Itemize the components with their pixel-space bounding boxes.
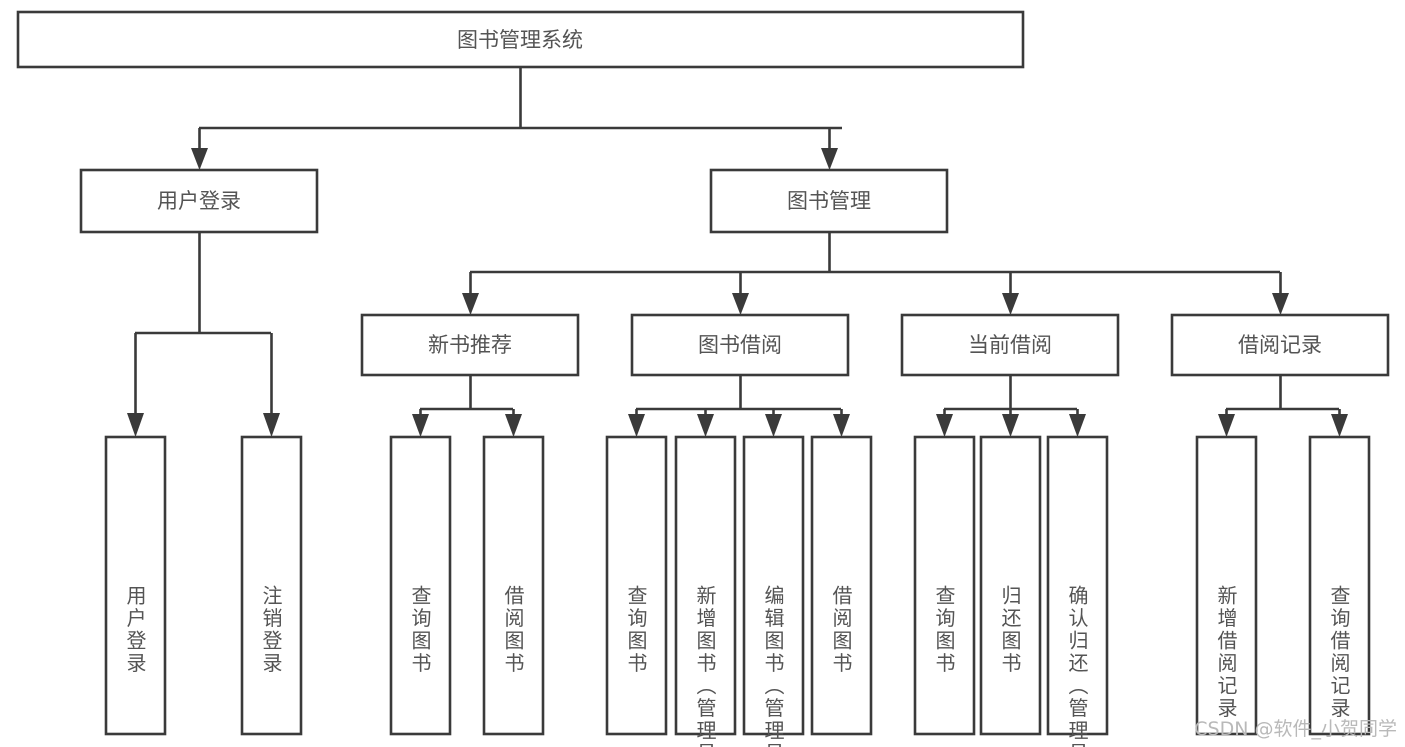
node-root[interactable]: 图书管理系统	[16, 10, 1025, 69]
node-leaf-query-book-1-label: 查询图书	[408, 585, 432, 675]
arrow-to-leaf-query-book-1	[412, 414, 429, 437]
node-leaf-add-book-box[interactable]	[674, 435, 737, 736]
arrow-to-leaf-query-book-2	[628, 414, 645, 437]
node-book-management-label: 图书管理	[787, 189, 871, 213]
node-leaf-user-login-box[interactable]	[104, 435, 167, 736]
node-leaf-query-book-3-box[interactable]	[913, 435, 976, 736]
node-leaf-add-record-label: 新增借阅记录	[1214, 585, 1238, 720]
node-leaf-logout-login-box[interactable]	[240, 435, 303, 736]
node-leaf-logout-login[interactable]: 注销登录	[240, 435, 303, 736]
connector-group-borrow-record	[1218, 375, 1348, 437]
arrow-to-leaf-user-login	[127, 413, 144, 437]
node-leaf-return-book-box[interactable]	[979, 435, 1042, 736]
arrow-to-leaf-query-record	[1331, 414, 1348, 437]
arrow-to-leaf-borrow-book-2	[833, 414, 850, 437]
arrow-to-borrow-record	[1272, 293, 1289, 315]
arrow-to-book-borrow	[732, 293, 749, 315]
node-leaf-query-book-1[interactable]: 查询图书	[389, 435, 452, 736]
node-leaf-logout-login-label: 注销登录	[259, 585, 283, 675]
node-root-box[interactable]	[16, 10, 1025, 69]
connector-group-book-management	[462, 232, 1289, 315]
connector-group-book-borrow	[628, 375, 850, 437]
arrow-to-leaf-return-book	[1002, 414, 1019, 437]
node-leaf-edit-book-box[interactable]	[742, 435, 805, 736]
node-leaf-user-login[interactable]: 用户登录	[104, 435, 167, 736]
node-root-label: 图书管理系统	[457, 28, 583, 52]
connector-group-current-borrow	[936, 375, 1086, 437]
node-leaf-query-book-1-box[interactable]	[389, 435, 452, 736]
node-leaf-borrow-book-1[interactable]: 借阅图书	[482, 435, 545, 736]
node-leaf-add-book[interactable]: 新增图书（管理员）	[674, 435, 737, 747]
node-new-book-recommend-box[interactable]	[360, 313, 580, 377]
node-new-book-recommend[interactable]: 新书推荐	[360, 313, 580, 377]
node-leaf-add-book-label: 新增图书（管理员）	[693, 585, 717, 747]
node-leaf-query-book-3[interactable]: 查询图书	[913, 435, 976, 736]
node-leaf-confirm-return-label: 确认归还（管理员）	[1065, 585, 1089, 747]
node-user-login-label: 用户登录	[157, 189, 241, 213]
node-leaf-confirm-return-box[interactable]	[1046, 435, 1109, 736]
arrow-to-leaf-edit-book	[765, 414, 782, 437]
node-current-borrow-box[interactable]	[900, 313, 1120, 377]
node-leaf-query-record-box[interactable]	[1308, 435, 1371, 736]
node-leaf-borrow-book-2-label: 借阅图书	[829, 585, 853, 675]
node-book-management-box[interactable]	[709, 168, 949, 234]
node-leaf-borrow-book-1-label: 借阅图书	[501, 585, 525, 675]
connector-group-new-book-recommend	[412, 375, 522, 437]
node-user-login-box[interactable]	[79, 168, 319, 234]
node-leaf-add-record-box[interactable]	[1195, 435, 1258, 736]
node-user-login[interactable]: 用户登录	[79, 168, 319, 234]
connector-group-root	[191, 67, 842, 170]
node-leaf-add-record[interactable]: 新增借阅记录	[1195, 435, 1258, 736]
node-leaf-borrow-book-2-box[interactable]	[810, 435, 873, 736]
node-leaf-edit-book[interactable]: 编辑图书（管理员）	[742, 435, 805, 747]
node-book-borrow-label: 图书借阅	[698, 333, 782, 357]
connector-group-user-login	[127, 232, 280, 437]
node-leaf-borrow-book-2[interactable]: 借阅图书	[810, 435, 873, 736]
node-current-borrow[interactable]: 当前借阅	[900, 313, 1120, 377]
arrow-to-leaf-borrow-book-1	[505, 414, 522, 437]
node-leaf-user-login-label: 用户登录	[123, 585, 147, 675]
node-new-book-recommend-label: 新书推荐	[428, 333, 512, 357]
node-book-management[interactable]: 图书管理	[709, 168, 949, 234]
node-current-borrow-label: 当前借阅	[968, 333, 1052, 357]
node-borrow-record[interactable]: 借阅记录	[1170, 313, 1390, 377]
node-leaf-edit-book-label: 编辑图书（管理员）	[761, 585, 785, 747]
arrow-to-leaf-query-book-3	[936, 414, 953, 437]
node-leaf-return-book[interactable]: 归还图书	[979, 435, 1042, 736]
arrow-to-leaf-confirm-return	[1069, 414, 1086, 437]
node-leaf-confirm-return[interactable]: 确认归还（管理员）	[1046, 435, 1109, 747]
node-leaf-return-book-label: 归还图书	[998, 585, 1022, 675]
node-leaf-query-book-2-label: 查询图书	[624, 585, 648, 675]
node-leaf-query-book-3-label: 查询图书	[932, 585, 956, 675]
node-book-borrow-box[interactable]	[630, 313, 850, 377]
node-leaf-query-book-2[interactable]: 查询图书	[605, 435, 668, 736]
node-leaf-borrow-book-1-box[interactable]	[482, 435, 545, 736]
arrow-to-user-login	[191, 148, 208, 170]
node-leaf-query-record-label: 查询借阅记录	[1327, 585, 1351, 720]
node-leaf-query-book-2-box[interactable]	[605, 435, 668, 736]
arrow-to-new-book-recommend	[462, 293, 479, 315]
node-borrow-record-box[interactable]	[1170, 313, 1390, 377]
node-leaf-query-record[interactable]: 查询借阅记录	[1308, 435, 1371, 736]
arrow-to-leaf-add-record	[1218, 414, 1235, 437]
node-borrow-record-label: 借阅记录	[1238, 333, 1322, 357]
arrow-to-book-management	[821, 148, 838, 170]
node-book-borrow[interactable]: 图书借阅	[630, 313, 850, 377]
arrow-to-leaf-logout-login	[263, 413, 280, 437]
arrow-to-current-borrow	[1002, 293, 1019, 315]
arrow-to-leaf-add-book	[697, 414, 714, 437]
